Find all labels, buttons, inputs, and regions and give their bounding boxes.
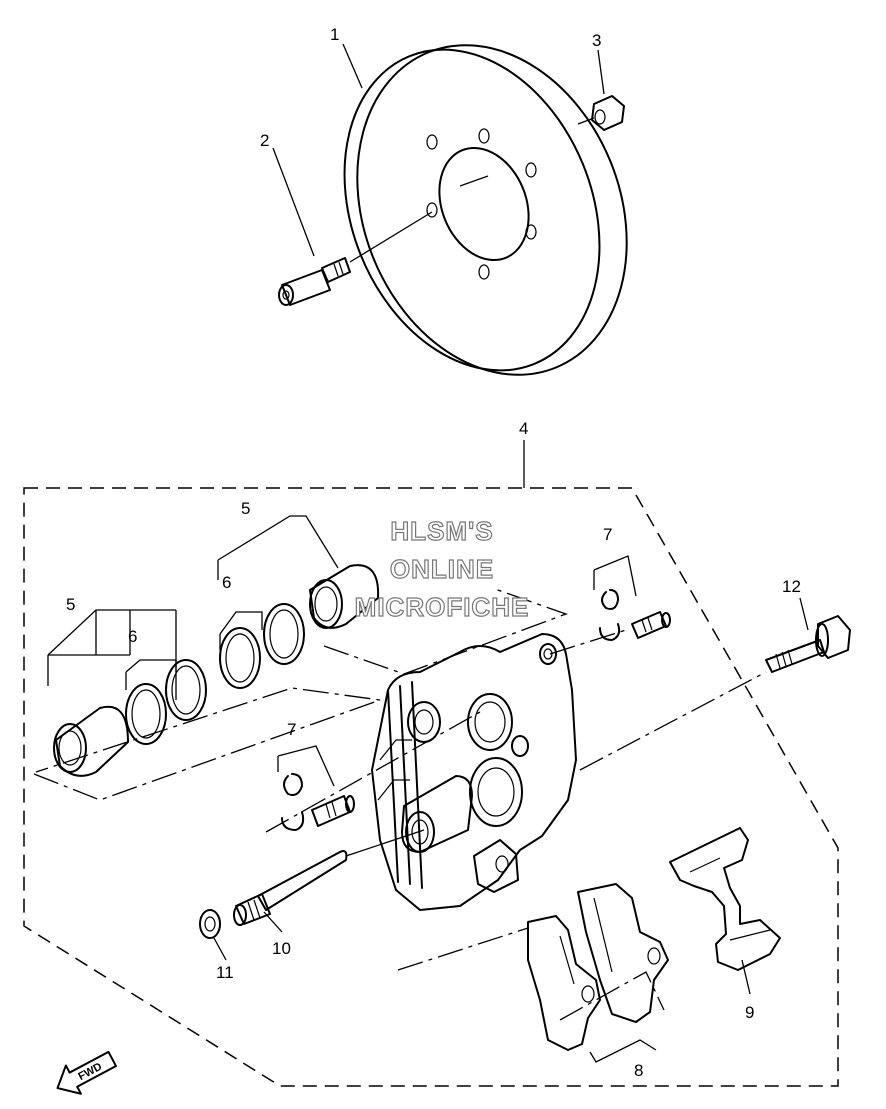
callout-11: 11 [216,963,234,982]
disc-nut [577,95,625,131]
fwd-arrow-icon: FWD [56,1050,118,1095]
callout-5-left: 5 [66,595,75,614]
callout-7-upper: 7 [603,525,612,544]
seal-rings-upper [219,603,305,689]
callout-3: 3 [592,31,601,50]
callout-leaders [272,43,605,257]
callout-12: 12 [782,577,801,596]
piston-axis-left [33,687,381,801]
caliper-body [371,633,577,911]
brake-disc [343,44,628,376]
callout-6-left: 6 [128,627,137,646]
watermark: HLSM'S ONLINE MICROFICHE [354,515,530,622]
bleed-screw-upper [549,555,671,655]
watermark-line-2: ONLINE [390,554,494,584]
watermark-line-3: MICROFICHE [355,592,530,622]
callout-6-upper: 6 [222,573,231,592]
seal-rings-left [125,659,207,745]
callout-4: 4 [519,419,528,438]
piston-left [53,705,129,777]
caliper-assembly-boundary [23,487,839,1087]
callout-7-lower: 7 [287,720,296,739]
piston-axis-upper [323,587,568,675]
pad-spring [669,827,781,995]
brake-pads [397,883,669,1063]
watermark-line-1: HLSM'S [390,516,493,546]
callout-1: 1 [330,25,339,44]
callout-9: 9 [745,1003,754,1022]
callout-5-upper: 5 [241,499,250,518]
callout-8: 8 [634,1061,643,1080]
callout-brackets-5-6 [47,515,339,700]
callout-numbers: 1 2 3 4 5 5 6 6 7 7 8 9 10 11 12 [66,25,801,1080]
callout-10: 10 [272,939,291,958]
slide-pin [233,829,425,933]
bleed-screw-lower [265,711,481,833]
slide-pin-cap [199,909,227,961]
piston-upper [309,564,380,629]
disc-bolt [278,211,433,306]
callout-2: 2 [260,131,269,150]
mounting-bolt [579,597,851,771]
